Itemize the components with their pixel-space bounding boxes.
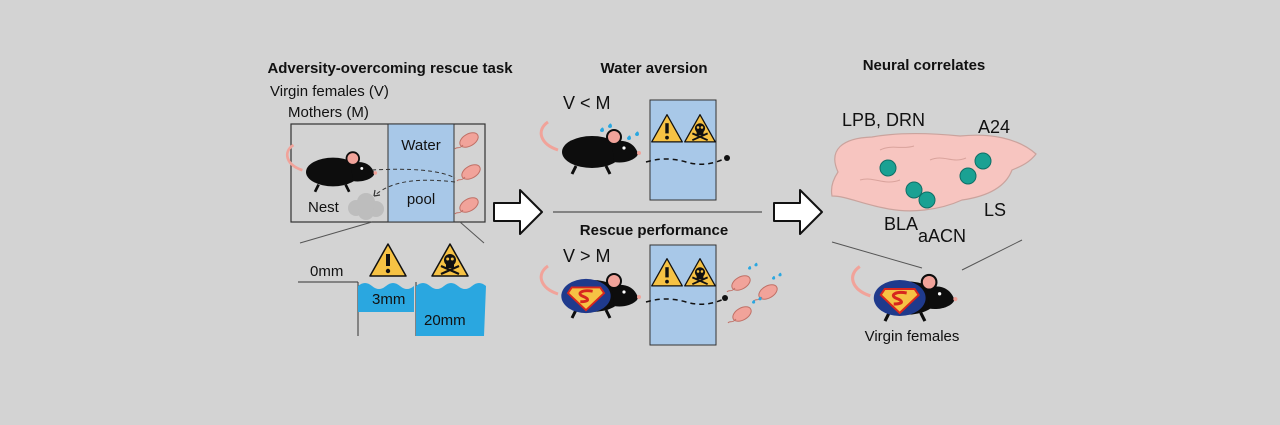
- water-pool: [387, 123, 455, 223]
- region-label-lpb-drn: LPB, DRN: [842, 110, 925, 130]
- trajectory-end: [724, 155, 730, 161]
- region-a24: [974, 152, 992, 170]
- skull-warning-icon: [430, 242, 470, 278]
- region-label-ls: LS: [984, 200, 1006, 220]
- water-drop-icon: [627, 131, 639, 140]
- zoom-line-left: [831, 241, 923, 269]
- rescue-performance-title: Rescue performance: [580, 222, 728, 239]
- region-aacn: [918, 191, 936, 209]
- depth-deep-label: 20mm: [424, 312, 466, 329]
- brain-folds: [859, 145, 967, 183]
- pup-icon: [727, 303, 755, 325]
- group-mothers-label: Mothers (M): [288, 104, 369, 121]
- pool-bottom: [649, 244, 717, 346]
- pup-icon: [454, 194, 482, 216]
- path-to-pups: [371, 168, 456, 179]
- pup-icon: [726, 272, 754, 294]
- region-lpb-drn: [879, 159, 897, 177]
- shallow-water: [358, 283, 414, 312]
- water-aversion-title: Water aversion: [601, 60, 708, 77]
- water-label: Water: [401, 137, 440, 154]
- region-label-a24: A24: [978, 117, 1010, 137]
- trajectory-bottom: [645, 297, 727, 305]
- depth-zero-label: 0mm: [310, 263, 343, 280]
- pool-top: [649, 99, 717, 201]
- subject-label: Virgin females: [865, 328, 960, 345]
- superhero-mouse-icon: [851, 264, 960, 323]
- left-panel-title: Adversity-overcoming rescue task: [267, 60, 513, 77]
- comparison-bottom: V > M: [563, 246, 611, 266]
- path-to-nest: [373, 179, 456, 197]
- deep-water: [416, 283, 486, 336]
- zoom-line-right: [459, 221, 485, 244]
- arrow-right-icon: [493, 189, 543, 235]
- zoom-line-left: [299, 221, 373, 244]
- zoom-line-right: [961, 239, 1023, 271]
- depth-diagram: 0mm 3mm 20mm: [298, 242, 486, 336]
- arrow-right-icon: [773, 189, 823, 235]
- right-panel: Neural correlates LPB, DRN A24 LS BLA aA…: [830, 57, 1037, 345]
- region-bla: [905, 181, 923, 199]
- nest-label: Nest: [308, 199, 340, 216]
- pool-label: pool: [407, 191, 435, 208]
- depth-shallow-label: 3mm: [372, 291, 405, 308]
- group-virgin-label: Virgin females (V): [270, 83, 389, 100]
- region-label-bla: BLA: [884, 214, 918, 234]
- water-drop-icon: [772, 272, 782, 280]
- water-drop-icon: [748, 262, 758, 270]
- path-arrowhead: [373, 189, 381, 197]
- mouse-icon: [539, 120, 643, 176]
- middle-panel: Water aversion V < M Rescue performance …: [539, 60, 782, 346]
- region-label-aacn: aACN: [918, 226, 966, 246]
- neural-correlates-title: Neural correlates: [863, 57, 986, 74]
- superhero-mouse-icon: [539, 264, 643, 320]
- trajectory-top: [645, 157, 727, 165]
- pup-icon: [456, 161, 484, 183]
- left-panel: Adversity-overcoming rescue task Virgin …: [267, 60, 513, 336]
- pup-icon: [753, 281, 781, 303]
- region-ls: [959, 167, 977, 185]
- mouse-icon: [285, 143, 379, 194]
- comparison-top: V < M: [563, 93, 611, 113]
- warning-icon: [369, 243, 407, 277]
- nest-icon: [348, 193, 384, 220]
- trajectory-end: [722, 295, 728, 301]
- pup-icon: [454, 129, 482, 151]
